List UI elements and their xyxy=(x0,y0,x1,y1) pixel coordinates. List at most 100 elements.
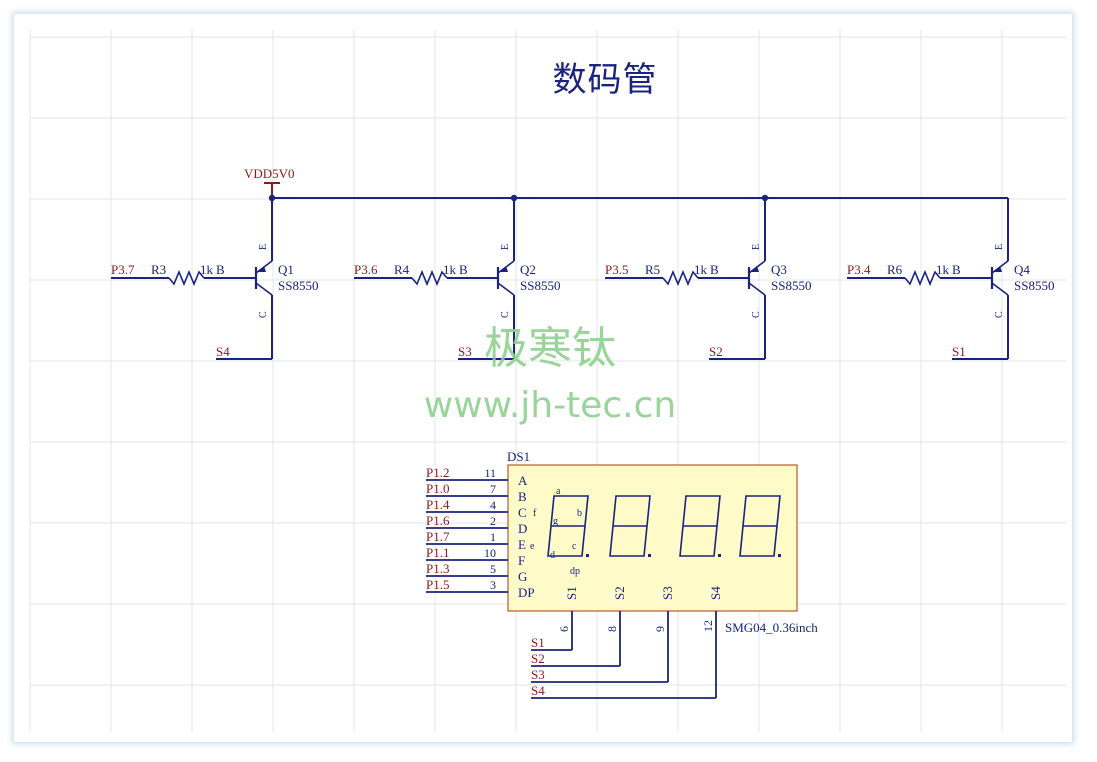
output-net-label: S3 xyxy=(458,344,472,359)
display-ref: DS1 xyxy=(507,449,530,464)
digit-outline xyxy=(679,495,721,557)
decimal-point xyxy=(778,554,781,557)
rail-junctions xyxy=(268,194,769,202)
segment-pin-number: 10 xyxy=(484,546,496,560)
segment-letter-c: c xyxy=(572,541,577,552)
resistor-symbol xyxy=(168,269,205,287)
watermark-url: www.jh-tec.cn xyxy=(423,385,677,426)
segment-letter-b: b xyxy=(577,508,582,519)
segment-pin-net: P1.5 xyxy=(426,577,449,592)
collector-leg xyxy=(497,282,515,296)
segment-pin-name: B xyxy=(518,489,527,504)
display-body xyxy=(507,464,798,612)
page-title: 数码管 xyxy=(552,60,658,100)
emitter-arrow xyxy=(994,266,1002,272)
collector-leg xyxy=(255,282,273,296)
collector-label: C xyxy=(500,311,511,318)
segment-pin-net: P1.6 xyxy=(426,513,450,528)
digit-net-label: S1 xyxy=(531,635,545,650)
segment-pin-name: F xyxy=(518,553,525,568)
segment-pin-number: 1 xyxy=(490,530,496,544)
resistor-ref: R6 xyxy=(887,262,903,277)
segment-pin-name: A xyxy=(518,473,528,488)
schematic-sheet xyxy=(14,14,1072,742)
digit-pin-number: 12 xyxy=(701,620,715,632)
segment-pin-net: P1.1 xyxy=(426,545,449,560)
digit-pin-name: S1 xyxy=(564,586,579,600)
segment-pin-number: 7 xyxy=(490,482,496,496)
digit-outline xyxy=(739,495,781,557)
collector-label: C xyxy=(258,311,269,318)
segment-pin-name: DP xyxy=(518,585,535,600)
emitter-label: E xyxy=(500,244,511,250)
input-net-label: P3.4 xyxy=(847,262,871,277)
resistor-value: 1k xyxy=(936,262,950,277)
emitter-arrow xyxy=(500,266,508,272)
transistor-ref: Q1 xyxy=(278,262,294,277)
transistor-part: SS8550 xyxy=(771,278,811,293)
decimal-point xyxy=(718,554,721,557)
base-label: B xyxy=(952,262,961,277)
digit-outline xyxy=(609,495,651,557)
segment-pin-name: C xyxy=(518,505,527,520)
digit-pin-number: 8 xyxy=(605,626,619,632)
segment-pin-net: P1.4 xyxy=(426,497,450,512)
digit-outline xyxy=(547,495,589,557)
resistor-ref: R4 xyxy=(394,262,410,277)
collector-label: C xyxy=(751,311,762,318)
segment-letter-g: g xyxy=(553,516,558,527)
grid xyxy=(29,30,1066,732)
digit-pin-number: 6 xyxy=(557,626,571,632)
emitter-label: E xyxy=(994,244,1005,250)
segment-letter-a: a xyxy=(556,486,561,497)
segment-pin-net: P1.7 xyxy=(426,529,450,544)
segment-pin-number: 3 xyxy=(490,578,496,592)
emitter-arrow xyxy=(751,266,759,272)
base-label: B xyxy=(459,262,468,277)
segment-pin-name: E xyxy=(518,537,526,552)
transistor-part: SS8550 xyxy=(520,278,560,293)
collector-leg xyxy=(991,282,1009,296)
decimal-point xyxy=(648,554,651,557)
digit-pin-name: S3 xyxy=(660,586,675,600)
resistor-ref: R3 xyxy=(151,262,166,277)
transistor-ref: Q3 xyxy=(771,262,787,277)
output-net-label: S4 xyxy=(216,344,230,359)
resistor-value: 1k xyxy=(694,262,708,277)
input-net-label: P3.5 xyxy=(605,262,628,277)
segment-pin-net: P1.3 xyxy=(426,561,449,576)
digit-net-label: S2 xyxy=(531,651,545,666)
segment-letter-f: f xyxy=(533,508,537,519)
segment-pin-name: D xyxy=(518,521,527,536)
resistor-symbol xyxy=(411,269,448,287)
power-symbol: VDD5V0 xyxy=(244,166,295,198)
collector-label: C xyxy=(994,311,1005,318)
digit-pin-name: S2 xyxy=(612,586,627,600)
segment-letter-e: e xyxy=(530,541,535,552)
resistor-value: 1k xyxy=(200,262,214,277)
base-label: B xyxy=(710,262,719,277)
segment-pin-net: P1.0 xyxy=(426,481,449,496)
transistor-ref: Q4 xyxy=(1014,262,1030,277)
resistor-symbol xyxy=(662,269,699,287)
transistor-ref: Q2 xyxy=(520,262,536,277)
output-net-label: S1 xyxy=(952,344,966,359)
emitter-label: E xyxy=(751,244,762,250)
emitter-arrow xyxy=(258,266,266,272)
display-part: SMG04_0.36inch xyxy=(725,620,818,635)
resistor-value: 1k xyxy=(443,262,457,277)
power-label: VDD5V0 xyxy=(244,166,295,181)
segment-letter-dp: dp xyxy=(570,566,580,577)
digit-net-label: S3 xyxy=(531,667,545,682)
output-net-label: S2 xyxy=(709,344,723,359)
input-net-label: P3.7 xyxy=(111,262,135,277)
